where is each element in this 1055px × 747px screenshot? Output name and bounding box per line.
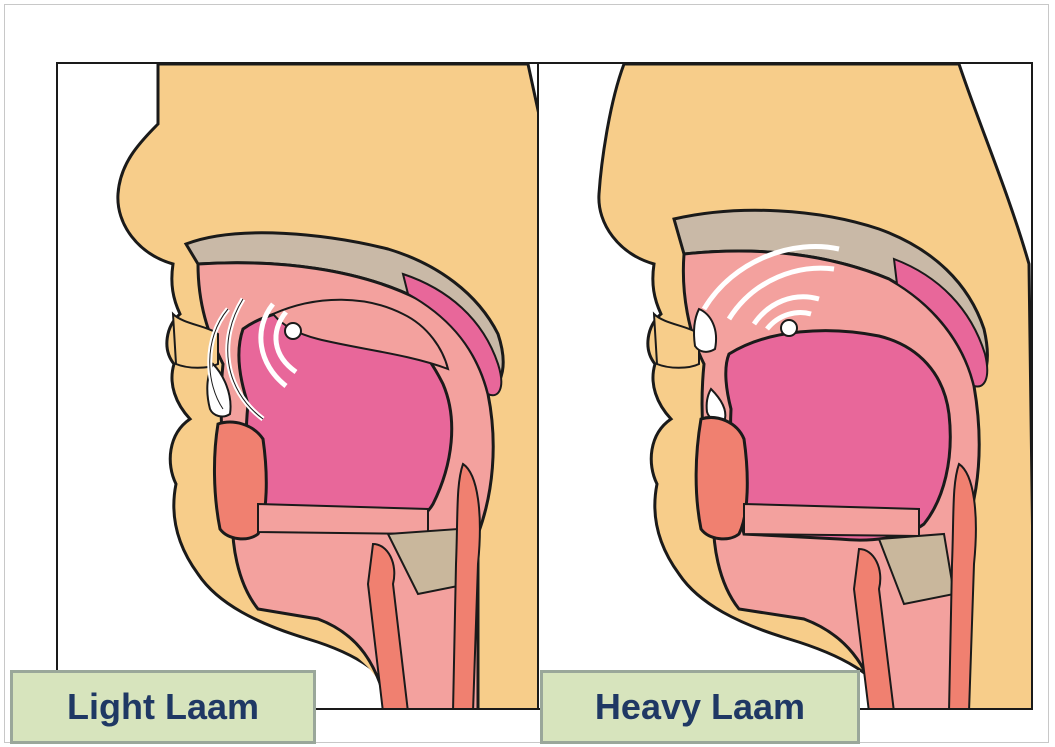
heavy-laam-label: Heavy Laam <box>595 686 805 728</box>
mouth-floor <box>258 504 428 534</box>
mouth-floor <box>744 504 919 536</box>
light-laam-label: Light Laam <box>67 686 259 728</box>
light-laam-label-box: Light Laam <box>10 670 316 744</box>
lower-lip <box>696 418 747 539</box>
heavy-laam-diagram <box>537 62 1033 710</box>
light-laam-diagram <box>56 62 539 710</box>
contact-point <box>781 320 797 336</box>
heavy-laam-illustration <box>539 64 1033 710</box>
heavy-laam-label-box: Heavy Laam <box>540 670 860 744</box>
light-laam-illustration <box>58 64 539 710</box>
contact-point <box>285 323 301 339</box>
